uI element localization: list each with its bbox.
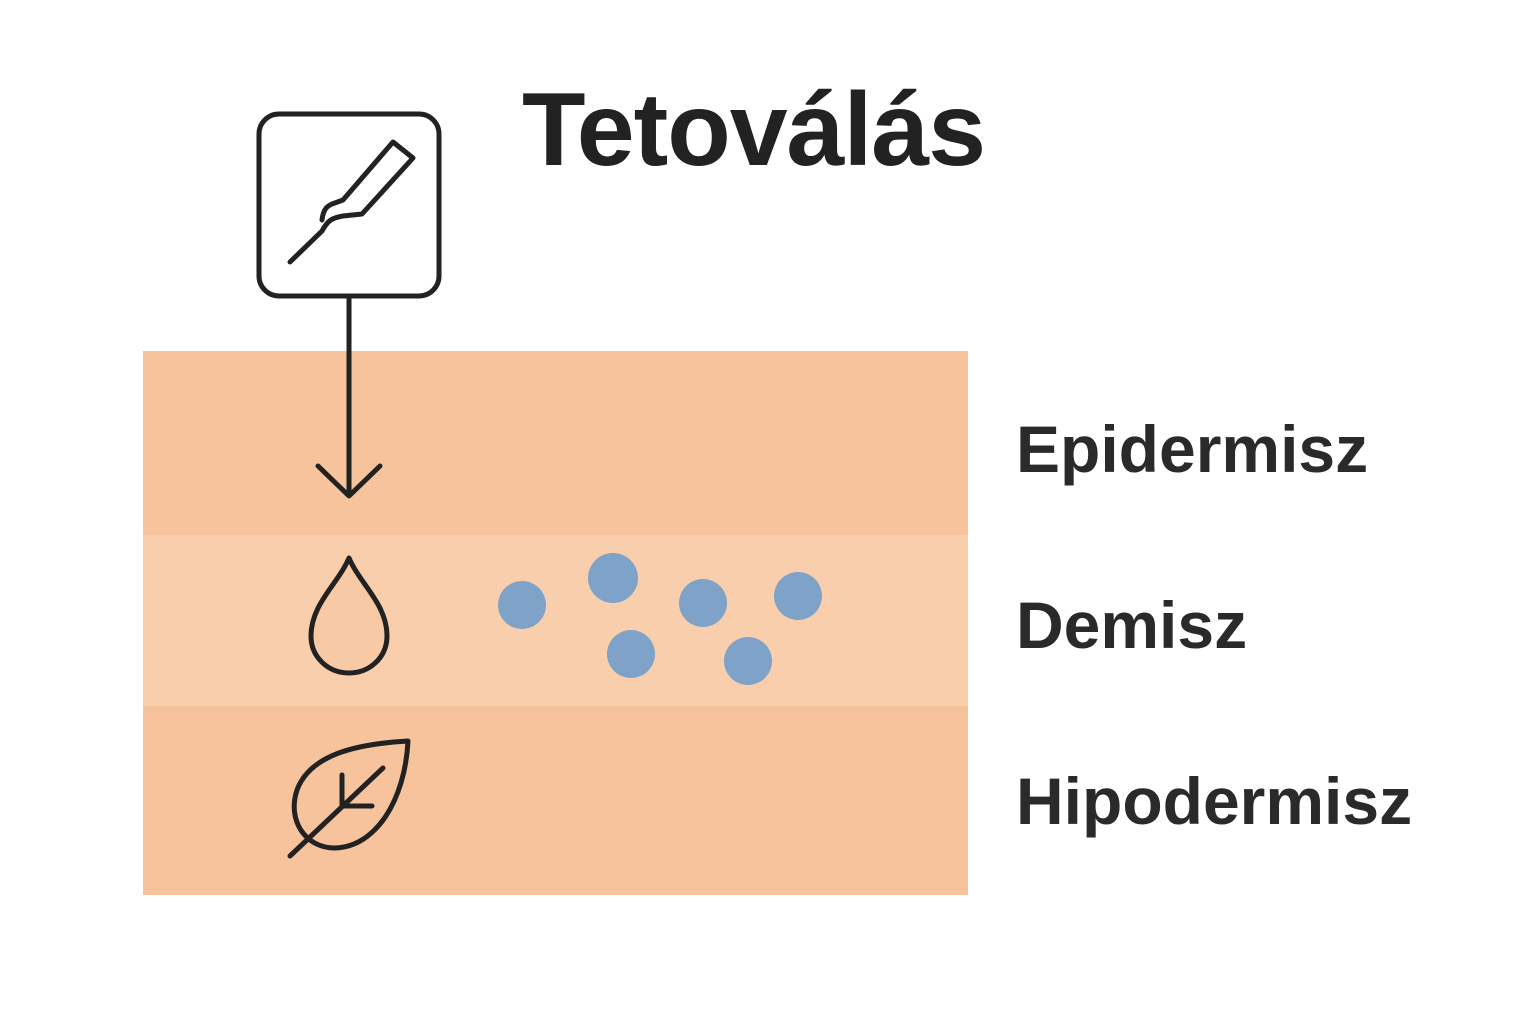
ink-particle (498, 581, 546, 629)
droplet-icon (308, 555, 390, 676)
hypodermis-label: Hipodermisz (1016, 764, 1413, 838)
dermis-layer (143, 535, 968, 706)
epidermis-label: Epidermisz (1016, 412, 1369, 486)
ink-particle (588, 553, 638, 603)
dermis-label: Demisz (1016, 588, 1248, 662)
ink-particles (498, 553, 822, 685)
ink-particle (679, 579, 727, 627)
ink-particle (607, 630, 655, 678)
tattoo-needle-icon (256, 111, 442, 299)
leaf-icon (287, 738, 411, 859)
ink-particle (774, 572, 822, 620)
epidermis-layer (143, 351, 968, 535)
down-arrow-icon (315, 295, 383, 499)
ink-particle (724, 637, 772, 685)
hypodermis-layer (143, 706, 968, 895)
diagram-title: Tetoválás (522, 72, 986, 188)
